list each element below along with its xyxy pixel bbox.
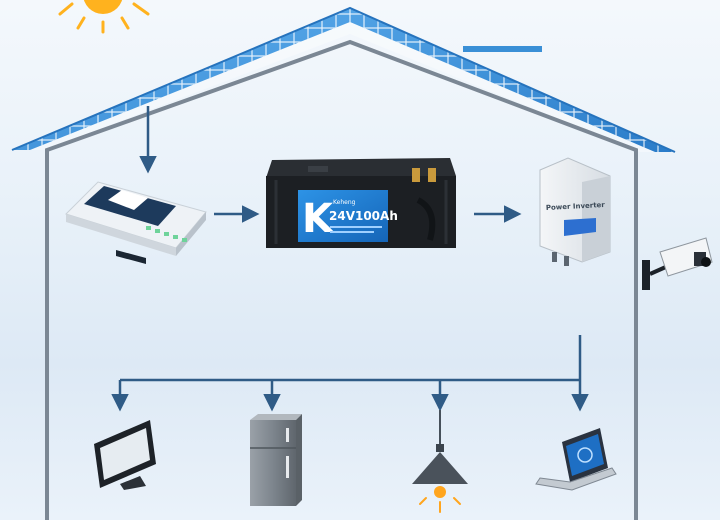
laptop-icon — [535, 428, 617, 491]
house-outline — [45, 39, 638, 520]
solar-roof — [11, 6, 676, 153]
battery-logo-letter: K — [302, 196, 335, 242]
battery-brand: Keheng — [333, 199, 356, 206]
inverter-label: Power Inverter — [546, 201, 606, 212]
lithium-battery-icon: K Keheng 24V100Ah — [266, 158, 456, 248]
security-camera-icon — [642, 237, 713, 290]
chimney — [463, 46, 542, 52]
power-inverter-icon: Power Inverter — [539, 157, 611, 266]
charge-controller-icon — [65, 181, 207, 264]
battery-rating: 24V100Ah — [329, 209, 398, 223]
ceiling-lamp-icon — [412, 410, 468, 513]
refrigerator-icon — [250, 414, 302, 506]
sun-icon — [58, 0, 150, 34]
wiring-arrows — [111, 106, 589, 412]
tv-monitor-icon — [94, 420, 156, 490]
